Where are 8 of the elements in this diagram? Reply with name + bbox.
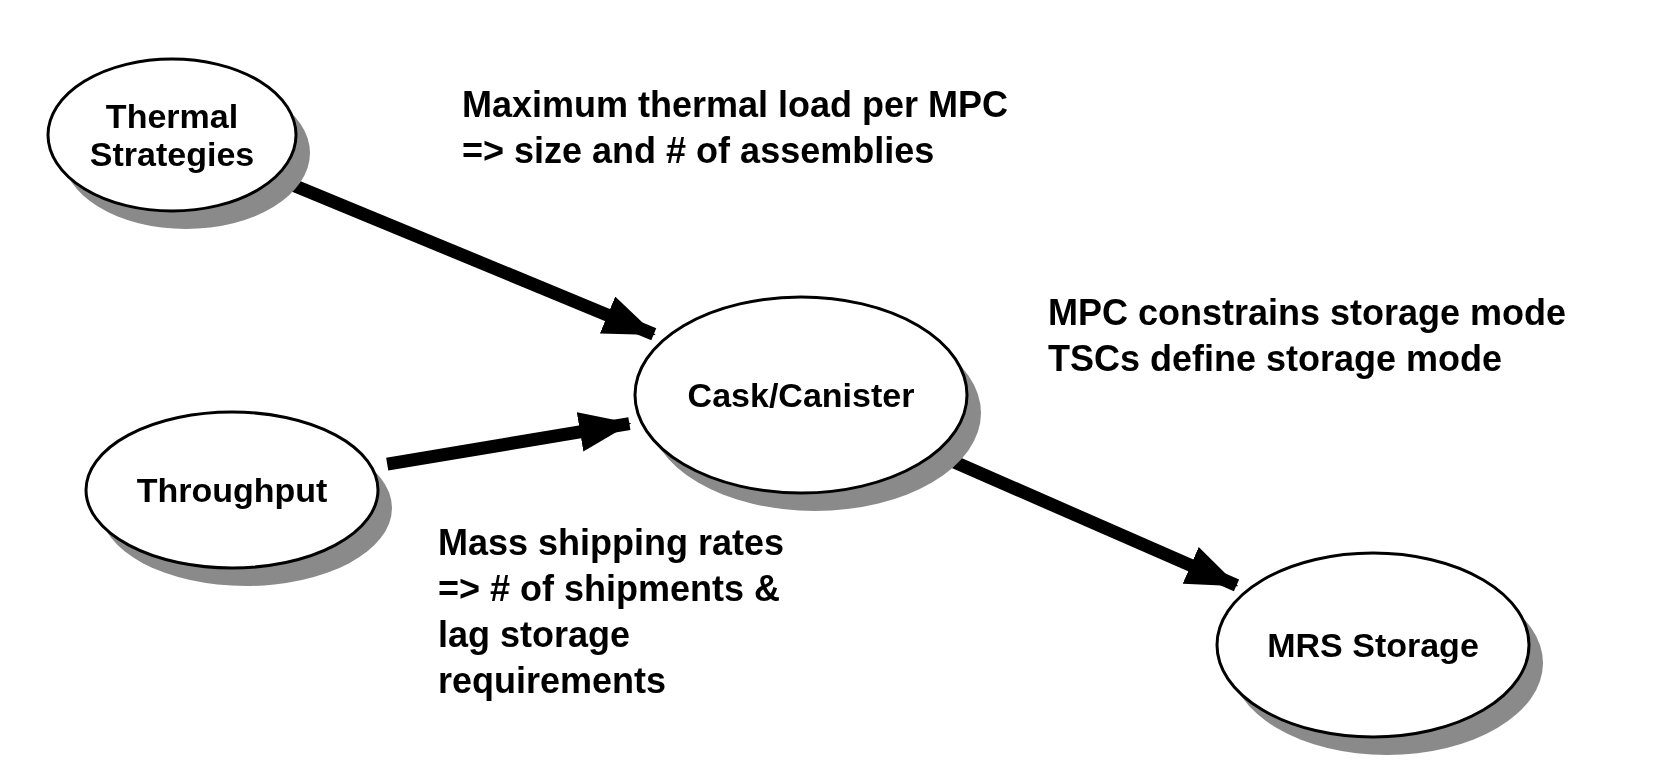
arrow: [386, 412, 632, 471]
node-label: Cask/Canister: [686, 376, 916, 414]
node-label: Throughput: [135, 471, 329, 509]
node-label: Thermal Strategies: [88, 97, 256, 173]
edge-label: MPC constrains storage mode TSCs define storage mode: [1048, 291, 1568, 381]
node-label: MRS Storage: [1266, 626, 1480, 664]
edge-label: Mass shipping rates => # of shipments & lag storage requirements: [438, 521, 786, 703]
edge-label: Maximum thermal load per MPC => size and # of assemblies: [462, 83, 1010, 173]
